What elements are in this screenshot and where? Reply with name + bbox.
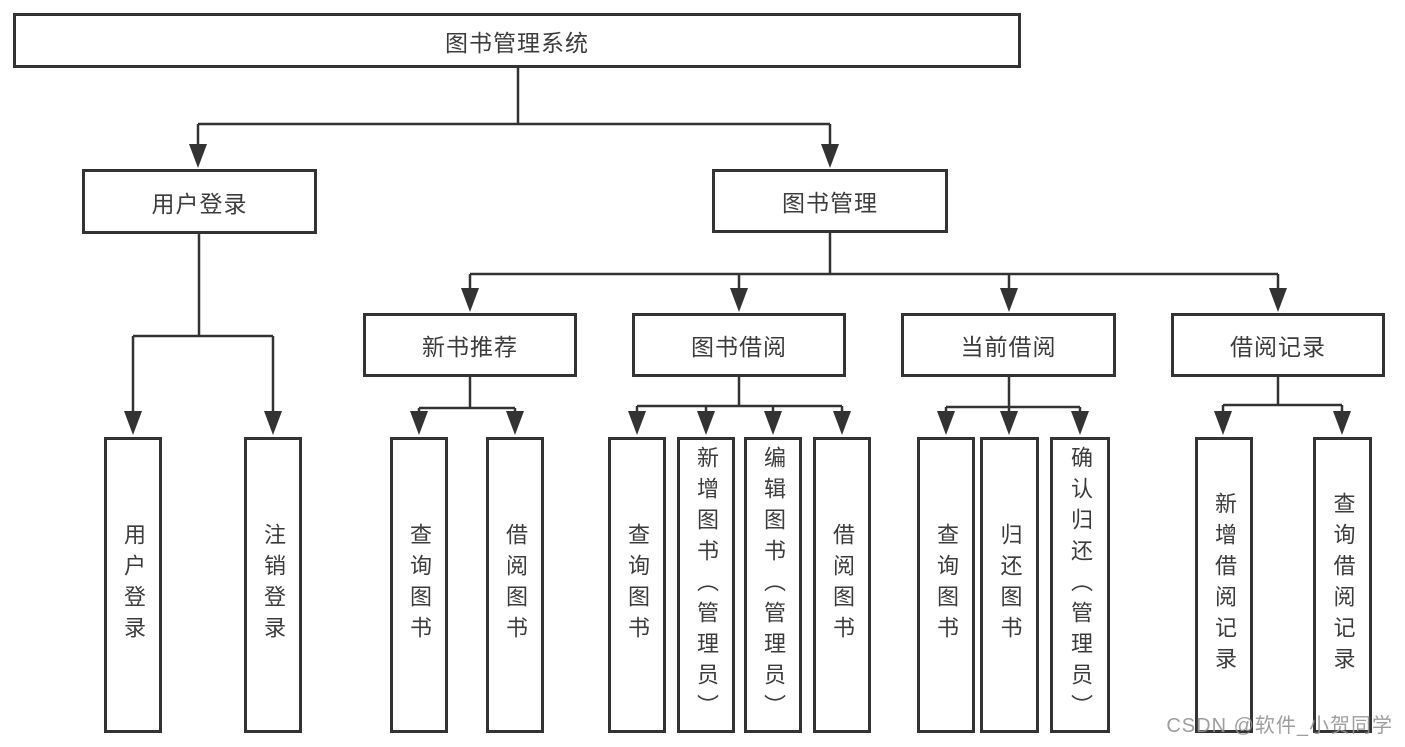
node-borrowing-records: 借阅记录: [1171, 313, 1385, 377]
node-label: 查询借阅记录: [1330, 492, 1356, 678]
node-book-borrowing: 图书借阅: [632, 313, 846, 377]
node-current-borrowing: 当前借阅: [901, 313, 1116, 377]
leaf-add-borrow-record: 新增借阅记录: [1195, 437, 1253, 733]
leaf-add-books-admin: 新增图书（管理员）: [677, 437, 735, 733]
leaf-logout: 注销登录: [244, 437, 302, 733]
node-label: 注销登录: [261, 523, 286, 647]
node-label: 借阅图书: [503, 523, 528, 647]
node-label: 查询图书: [934, 523, 959, 647]
node-label: 用户登录: [121, 523, 146, 647]
node-label: 新增借阅记录: [1212, 492, 1237, 678]
node-label: 用户登录: [151, 190, 248, 217]
node-label: 借阅图书: [830, 523, 855, 647]
leaf-query-books-borrowing: 查询图书: [608, 437, 666, 733]
leaf-query-borrow-record: 查询借阅记录: [1313, 437, 1372, 733]
leaf-borrow-books: 借阅图书: [813, 437, 871, 733]
node-label: 图书借阅: [691, 334, 787, 360]
node-label: 确认归还（管理员）: [1068, 445, 1093, 725]
node-label: 查询图书: [407, 523, 432, 647]
node-label: 新书推荐: [422, 334, 518, 360]
leaf-query-books-current: 查询图书: [917, 437, 975, 733]
node-label: 借阅记录: [1230, 334, 1326, 360]
leaf-borrow-books-recommendation: 借阅图书: [486, 437, 544, 733]
node-label: 归还图书: [997, 523, 1023, 647]
node-label: 图书管理: [782, 190, 878, 216]
node-label: 新增图书（管理员）: [694, 445, 719, 725]
leaf-confirm-return-admin: 确认归还（管理员）: [1050, 437, 1110, 733]
csdn-watermark: CSDN @软件_小贺同学: [1166, 715, 1393, 737]
node-label: 编辑图书（管理员）: [761, 445, 786, 725]
node-book-management-group: 图书管理: [712, 169, 948, 233]
node-library-management-system: 图书管理系统: [13, 13, 1021, 68]
leaf-return-books: 归还图书: [980, 437, 1039, 733]
node-new-book-recommendation: 新书推荐: [363, 313, 577, 377]
node-label: 查询图书: [625, 523, 650, 647]
leaf-query-books-recommendation: 查询图书: [390, 437, 448, 733]
node-user-login-group: 用户登录: [82, 169, 317, 234]
node-label: 当前借阅: [960, 334, 1057, 360]
leaf-edit-books-admin: 编辑图书（管理员）: [744, 437, 802, 733]
leaf-user-login: 用户登录: [104, 437, 162, 733]
node-label: 图书管理系统: [445, 29, 589, 56]
